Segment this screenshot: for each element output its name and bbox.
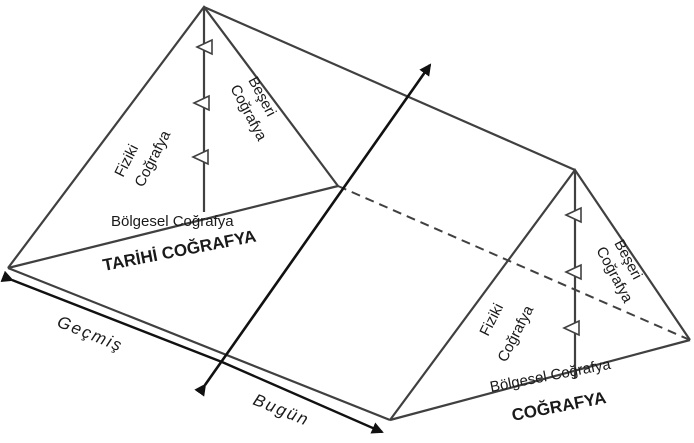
timeline-arrow-past (0, 270, 223, 364)
timeline-present-label: Bugün (251, 390, 313, 430)
back-triangle-base (389, 338, 691, 422)
marker-icon (564, 206, 582, 224)
marker-icon (192, 94, 210, 112)
timeline-arrow-present (221, 360, 384, 434)
back-physical-label-1: Fiziki (476, 301, 507, 339)
marker-icon (195, 38, 213, 56)
back-title: COĞRAFYA (510, 388, 608, 425)
central-double-arrow (194, 63, 432, 397)
bottom-left-edge (7, 266, 391, 422)
front-regional-label: Bölgesel Coğrafya (111, 213, 234, 230)
marker-icon (564, 263, 582, 281)
front-physical-label-2: Coğrafya (131, 127, 174, 190)
front-title: TARİHİ COĞRAFYA (101, 227, 258, 275)
marker-icon (562, 319, 580, 337)
timeline-past-label: Geçmiş (55, 312, 127, 356)
marker-icon (191, 148, 209, 166)
